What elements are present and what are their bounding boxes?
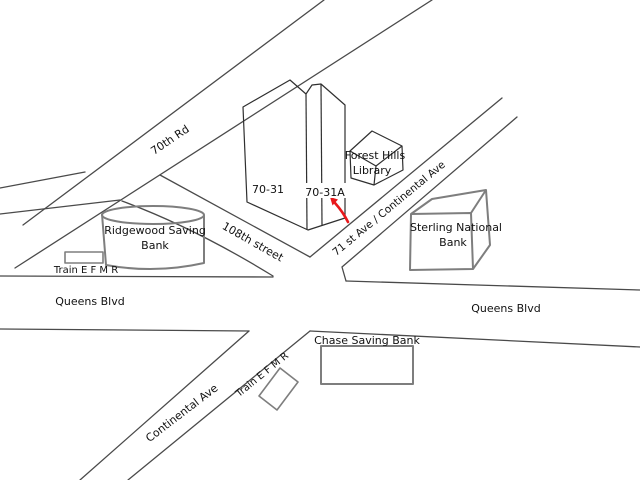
sterling-right-face (472, 189, 491, 270)
label-chase-bank: Chase Saving Bank (314, 334, 420, 347)
street-108th-edge-top (159, 174, 311, 258)
street-continental-edge-left (79, 330, 250, 480)
street-queens-left-top (0, 275, 274, 278)
label-sterling-line1: Sterling National (410, 221, 502, 234)
library-box-group (349, 130, 404, 186)
street-queens-right-bottom (309, 330, 640, 348)
towers-outline (242, 79, 346, 231)
ridgewood-cylinder-body (101, 213, 205, 270)
label-train-left: Train E F M R (53, 265, 118, 276)
street-west-stub-bottom (0, 199, 121, 215)
street-71ave-edge-right (341, 116, 518, 282)
label-ridgewood-line1: Ridgewood Saving (104, 224, 206, 237)
towers-70-31-group (242, 79, 346, 231)
street-108th-edge-bottom (121, 200, 274, 277)
label-ridgewood-line2: Bank (141, 239, 169, 252)
tower-divider-edge (305, 93, 308, 231)
sterling-top-face (410, 189, 487, 215)
label-library-line1: Forest Hills (345, 149, 406, 162)
red-arrow-head (330, 197, 338, 206)
street-west-stub-top (0, 171, 86, 189)
library-middle-edge (373, 165, 377, 186)
tower-70-31a-front-edge (320, 83, 323, 226)
train-station-left-shape (64, 251, 104, 264)
label-tower-70-31a: 70-31A (305, 186, 345, 199)
red-arrow (330, 197, 350, 224)
street-70th-rd-edge-1 (22, 0, 325, 226)
label-tower-70-31: 70-31 (252, 183, 284, 196)
street-70th-rd-edge-2 (14, 0, 433, 269)
labels-group: 70th Rd 108th street 71 st Ave / Contine… (53, 123, 541, 445)
ridgewood-cylinder-top (101, 205, 205, 225)
ridgewood-cylinder (101, 205, 205, 270)
label-library-line2: Library (353, 164, 392, 177)
street-queens-left-bottom (0, 328, 250, 332)
street-queens-right-top (345, 280, 640, 291)
train-station-bottom-shape (258, 367, 299, 411)
label-70th-rd: 70th Rd (148, 123, 191, 158)
chase-bank-shape (320, 345, 414, 385)
sterling-box-group (409, 189, 491, 271)
street-71ave-edge-left (309, 97, 503, 258)
street-continental-edge-right (127, 330, 311, 480)
label-mask-70-31a (303, 183, 348, 198)
label-sterling-line2: Bank (439, 236, 467, 249)
label-queens-blvd-left: Queens Blvd (55, 295, 124, 308)
red-arrow-shaft (333, 201, 350, 224)
label-queens-blvd-right: Queens Blvd (471, 302, 540, 315)
